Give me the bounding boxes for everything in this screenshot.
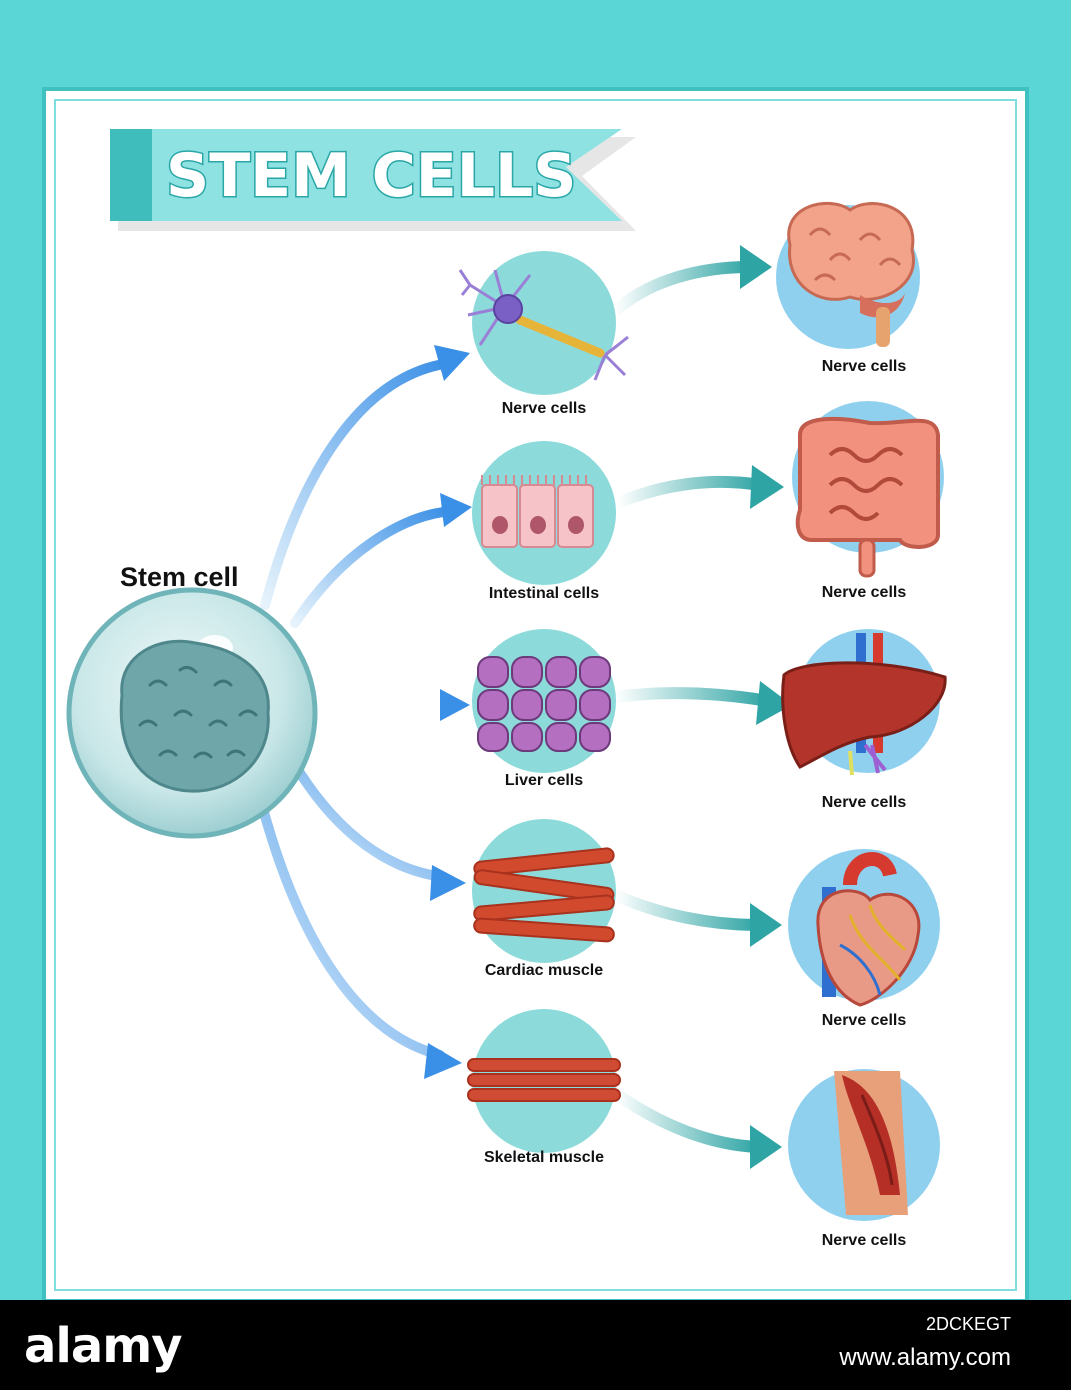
stem-cell-arrows bbox=[257, 345, 472, 1079]
organ-label-4: Nerve cells bbox=[822, 1012, 907, 1029]
leg-muscle-icon bbox=[834, 1071, 908, 1215]
brain-icon bbox=[787, 201, 915, 347]
cell-type-label-4: Cardiac muscle bbox=[485, 962, 603, 979]
neuron-icon bbox=[458, 269, 629, 381]
organ-intestine: Nerve cells bbox=[792, 401, 944, 601]
cell-type-skeletal: Skeletal muscle bbox=[467, 1009, 621, 1166]
cell-type-label-1: Nerve cells bbox=[502, 400, 587, 417]
cardiac-muscle-icon bbox=[473, 847, 615, 943]
cell-type-label-2: Intestinal cells bbox=[489, 585, 599, 602]
organ-arrows bbox=[611, 245, 792, 1169]
intestine-icon bbox=[795, 416, 940, 578]
organ-label-3: Nerve cells bbox=[822, 794, 907, 811]
cell-type-liver: Liver cells bbox=[472, 629, 616, 789]
title-banner: STEM CELLS bbox=[110, 129, 636, 231]
page-title: STEM CELLS bbox=[166, 141, 576, 211]
image-id: 2DCKEGT bbox=[925, 1314, 1011, 1334]
organ-label-5: Nerve cells bbox=[822, 1232, 907, 1249]
liver-cells-icon bbox=[477, 656, 611, 752]
intestinal-cells-icon bbox=[481, 475, 594, 548]
alamy-site: www.alamy.com bbox=[839, 1344, 1011, 1371]
cell-type-nerve: Nerve cells bbox=[458, 251, 629, 417]
stem-cell-label: Stem cell bbox=[120, 562, 239, 592]
organ-liver: Nerve cells bbox=[781, 629, 947, 811]
stem-cell-illustration: Stem cell bbox=[66, 562, 318, 839]
organ-label-1: Nerve cells bbox=[822, 358, 907, 375]
alamy-logo: alamy bbox=[24, 1318, 183, 1374]
organ-heart: Nerve cells bbox=[788, 849, 940, 1029]
cell-type-intestinal: Intestinal cells bbox=[472, 441, 616, 602]
heart-icon bbox=[816, 852, 921, 1007]
watermark-footer: alamy 2DCKEGT www.alamy.com bbox=[0, 1300, 1071, 1390]
cell-type-label-3: Liver cells bbox=[505, 772, 583, 789]
cell-type-cardiac: Cardiac muscle bbox=[472, 819, 616, 979]
organ-leg: Nerve cells bbox=[788, 1069, 940, 1249]
cell-type-label-5: Skeletal muscle bbox=[484, 1149, 604, 1166]
organ-label-2: Nerve cells bbox=[822, 584, 907, 601]
organ-brain: Nerve cells bbox=[776, 201, 920, 375]
skeletal-muscle-icon bbox=[467, 1058, 621, 1102]
liver-icon bbox=[781, 633, 947, 776]
